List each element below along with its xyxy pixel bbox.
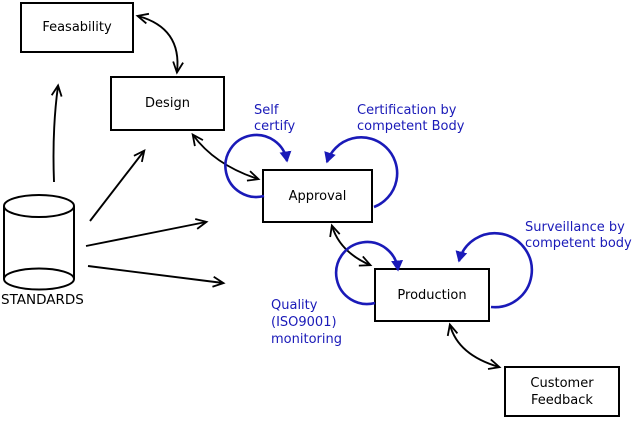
annotation-quality-monitoring: Quality (ISO9001) monitoring [271,297,342,348]
node-feasability-label: Feasability [42,20,112,35]
edge-approval-production [329,223,373,267]
annotation-quality-line3: monitoring [271,332,342,347]
edge-standards-feasability [50,83,63,183]
annotation-self-certify-line2: certify [254,119,296,134]
annotation-surveillance-line2: competent body [525,236,632,251]
annotation-self-certify: Self certify [254,103,295,135]
node-customer-feedback-line2: Feedback [531,392,593,408]
annotation-self-certify-line1: Self [254,103,279,118]
node-design: Design [110,76,225,131]
edge-design-approval [191,132,261,182]
annotation-surveillance: Surveillance by competent body [525,220,632,252]
annotation-quality-line2: (ISO9001) [271,315,337,330]
annotation-surveillance-line1: Surveillance by [525,220,625,235]
standards-cylinder-icon [3,194,75,291]
edge-standards-approval [85,218,209,247]
edge-production-customer-feedback [446,322,502,370]
annotation-certification: Certification by competent Body [357,103,464,135]
annotation-quality-line1: Quality [271,298,318,313]
node-standards-label: STANDARDS [1,292,84,308]
node-customer-feedback-line1: Customer [530,375,594,391]
annotation-certification-line1: Certification by [357,103,457,118]
node-design-label: Design [145,96,190,111]
node-production-label: Production [397,287,467,303]
node-customer-feedback: Customer Feedback [504,366,620,417]
node-feasability: Feasability [20,2,134,53]
node-approval: Approval [262,169,373,223]
edge-standards-production [87,265,226,288]
annotation-certification-line2: competent Body [357,119,465,134]
node-production: Production [374,268,490,322]
edge-feasability-design [135,12,184,75]
node-approval-label: Approval [288,188,347,204]
edge-standards-design [89,148,146,222]
